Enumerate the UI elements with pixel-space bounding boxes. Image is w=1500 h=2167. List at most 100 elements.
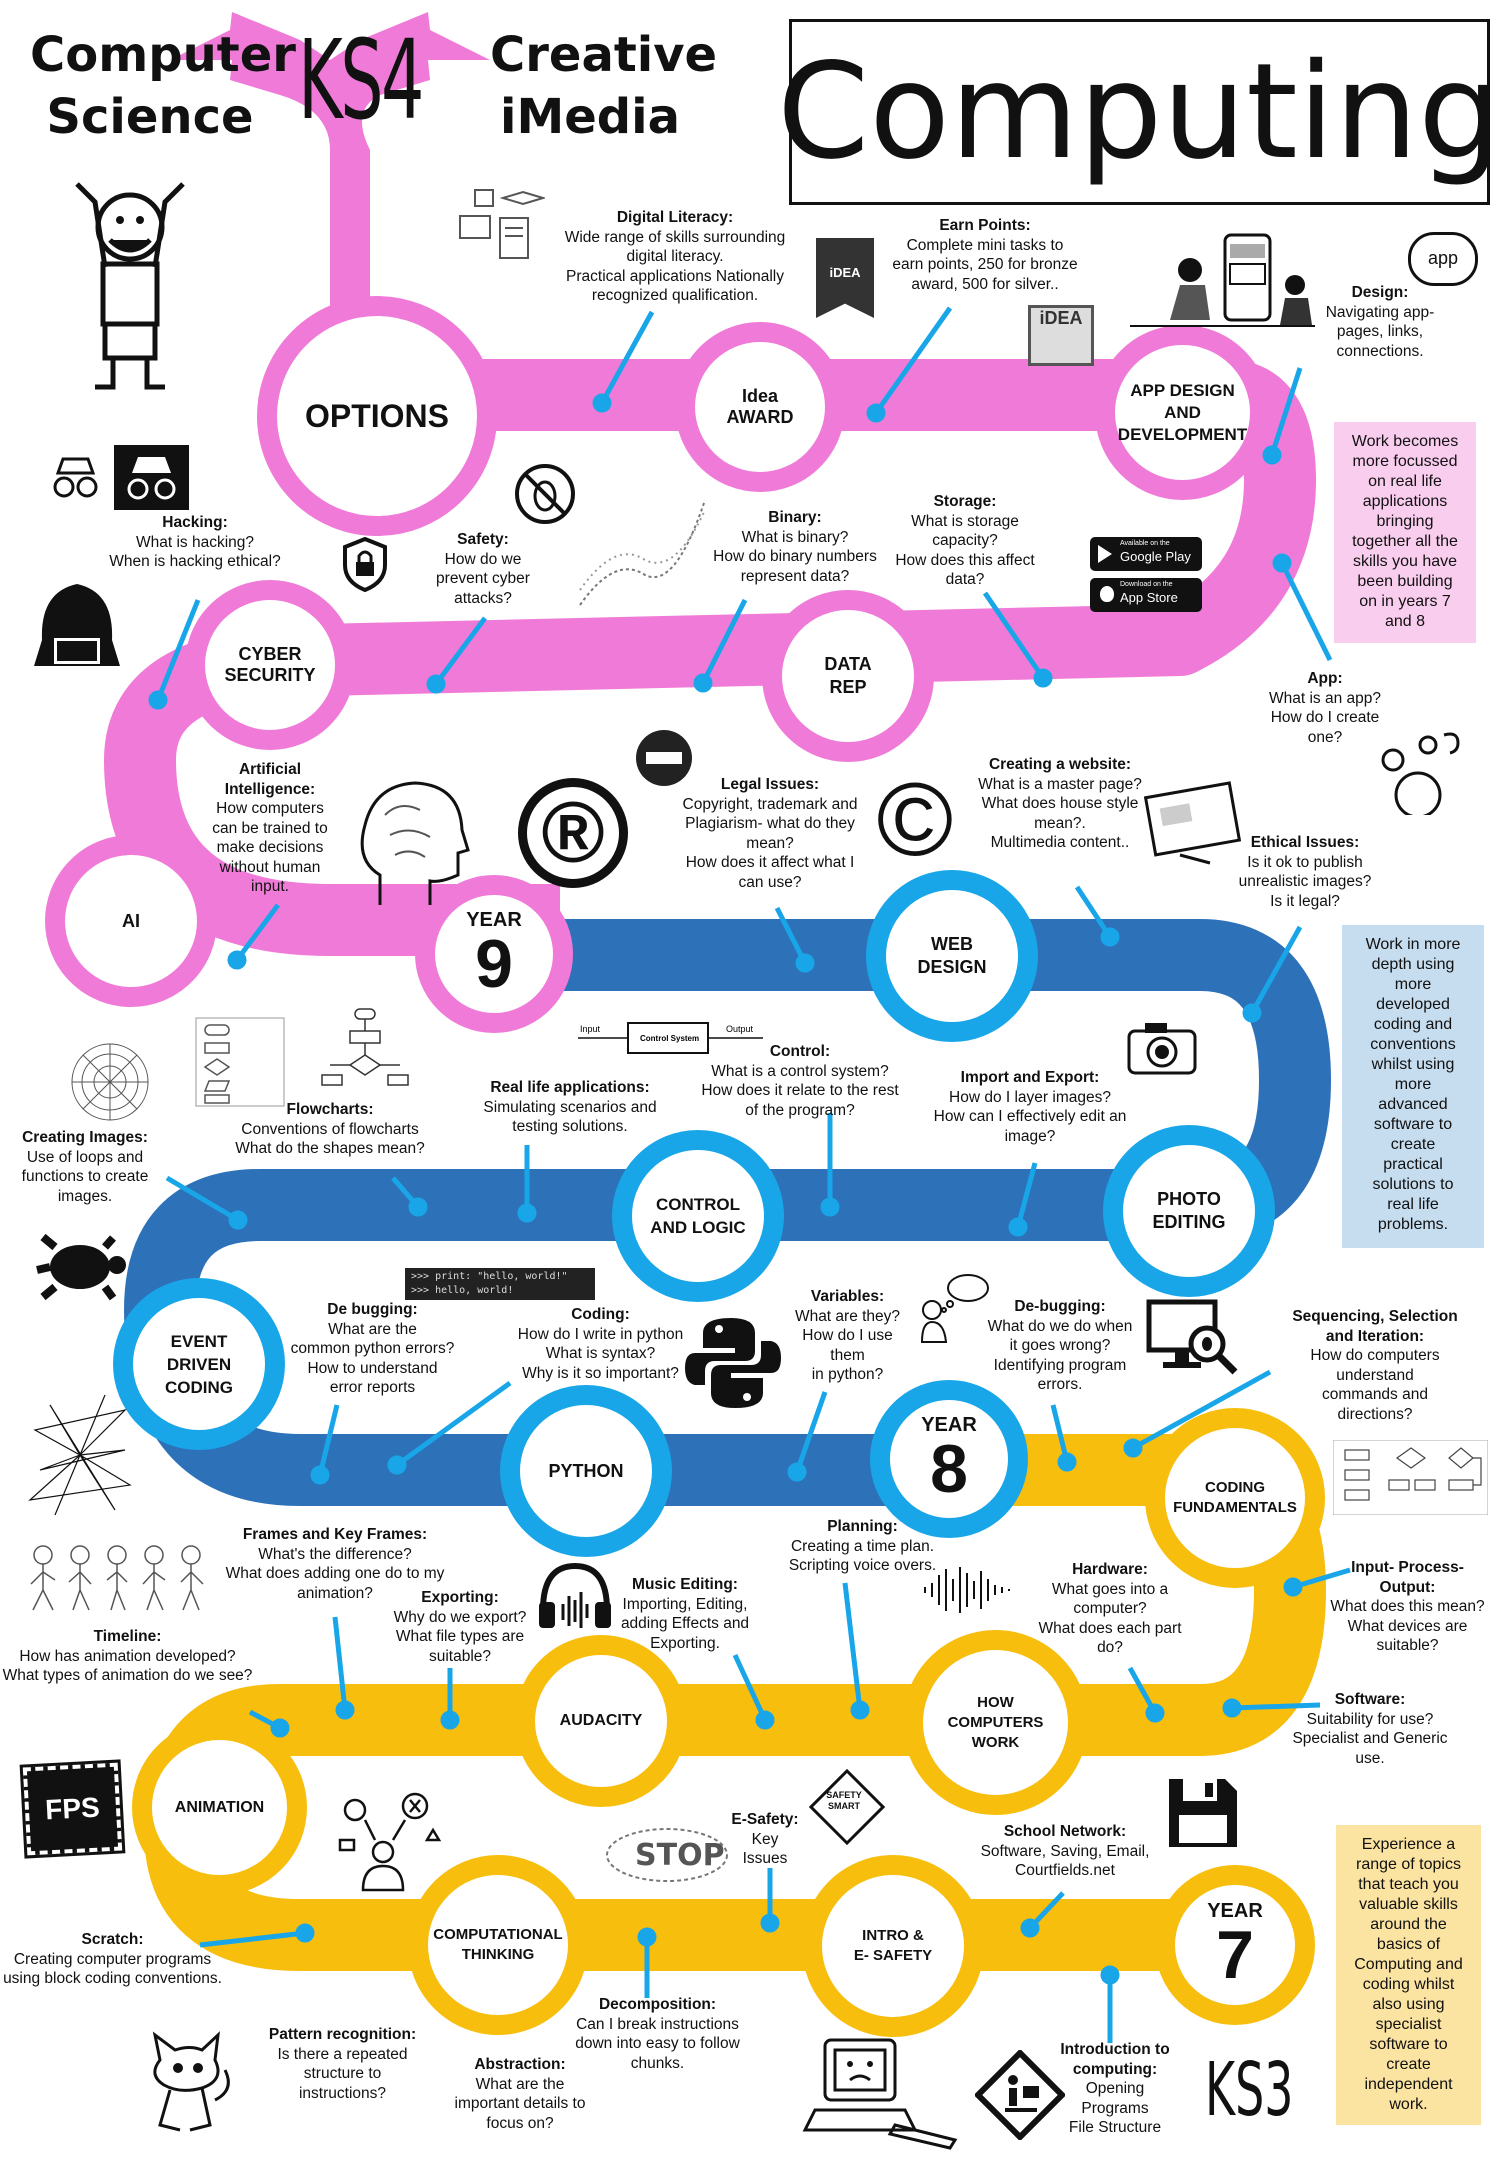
note-ai: Artificial Intelligence:How computers ca… — [212, 761, 328, 895]
pointer-debug2 — [1050, 1404, 1070, 1463]
year7-info-box: Experience a range of topics that teach … — [1336, 1825, 1481, 2125]
note-app: App:What is an app? How do I create one? — [1268, 670, 1381, 746]
note-earn-points: Earn Points:Complete mini tasks to earn … — [892, 217, 1078, 293]
pointer-scratch — [199, 1930, 306, 1948]
pointer-import — [1015, 1162, 1038, 1228]
note-storage: Storage:What is storage capacity? How do… — [895, 493, 1035, 588]
node-options[interactable]: OPTIONS — [257, 296, 497, 536]
note-decomposition: Decomposition:Can I break instructions d… — [575, 1996, 740, 2072]
pointer-website — [1074, 885, 1113, 939]
pointer-storage — [982, 591, 1046, 680]
node-control-logic[interactable]: CONTROL AND LOGIC — [612, 1130, 784, 1302]
copyright-icon: © — [876, 762, 954, 878]
pointer-sequencing — [1131, 1369, 1272, 1451]
flowchart-diagram-icon — [321, 1008, 409, 1086]
camera-icon — [1127, 1023, 1197, 1075]
note-binary: Binary:What is binary? How do binary num… — [713, 509, 877, 585]
pointer-earn — [873, 306, 953, 415]
node-idea-award[interactable]: Idea AWARD — [675, 322, 845, 492]
note-import-export: Import and Export:How do I layer images?… — [933, 1069, 1127, 1145]
note-real-life-applications: Real life applications:Simulating scenar… — [483, 1079, 657, 1135]
python-logo-icon — [685, 1318, 781, 1408]
creative-imedia-heading: Creative iMedia — [490, 27, 718, 145]
note-pattern-recognition: Pattern recognition:Is there a repeated … — [268, 2026, 417, 2102]
control-output-label: Output — [726, 1024, 754, 1034]
thinking-person-icon — [920, 1274, 989, 1343]
note-digital-literacy: Digital Literacy:Wide range of skills su… — [564, 209, 786, 304]
computing-title-box: Computing — [777, 19, 1500, 205]
pointer-frames — [332, 1616, 348, 1711]
save-floppy-icon — [1169, 1779, 1237, 1847]
note-debugging: De-bugging:What do we do when it goes wr… — [987, 1298, 1133, 1393]
note-esafety: E-Safety:Key Issues — [731, 1811, 799, 1867]
note-creating-images: Creating Images:Use of loops and functio… — [21, 1129, 149, 1205]
sad-computer-icon — [802, 2038, 958, 2150]
pointer-hacking — [155, 599, 201, 701]
node-web-design[interactable]: WEB DESIGN — [866, 870, 1038, 1042]
note-control: Control:What is a control system? How do… — [701, 1043, 899, 1119]
note-coding: Coding:How do I write in python What is … — [517, 1306, 684, 1382]
node-python[interactable]: PYTHON — [500, 1385, 672, 1557]
app-cloud-icon: app — [1408, 232, 1478, 286]
pointer-ethical — [1249, 925, 1303, 1015]
debug-monitor-icon — [1146, 1299, 1238, 1375]
spirograph-icon — [71, 1043, 149, 1121]
note-scratch: Scratch:Creating computer programs using… — [3, 1931, 222, 1987]
node-audacity[interactable]: AUDACITY — [515, 1635, 687, 1807]
computer-science-heading: Computer Science — [30, 27, 296, 145]
spy-incognito-icon — [114, 445, 189, 510]
python-terminal: >>> print: "hello, world!" >>> hello, wo… — [405, 1268, 595, 1300]
pointer-ipo — [1292, 1567, 1351, 1590]
soundwave-icon — [924, 1567, 1010, 1613]
note-hacking: Hacking:What is hacking? When is hacking… — [109, 514, 281, 570]
note-exporting: Exporting:Why do we export? What file ty… — [393, 1589, 527, 1665]
pointer-design — [1269, 367, 1303, 456]
note-variables: Variables:What are they? How do I use th… — [794, 1288, 901, 1383]
turtle-icon — [36, 1233, 126, 1301]
node-app-design[interactable]: APP DESIGN AND DEVELOPMENT — [1095, 325, 1270, 500]
app-design-illustration — [1130, 233, 1315, 327]
node-animation[interactable]: ANIMATION — [132, 1720, 307, 1895]
computational-thinking-icon — [338, 1792, 442, 1892]
note-safety: Safety:How do we prevent cyber attacks? — [436, 531, 530, 607]
node-how-computers-work[interactable]: HOW COMPUTERS WORK — [903, 1630, 1088, 1815]
pointer-planning — [842, 1582, 863, 1711]
animation-frames-icon — [30, 1545, 204, 1611]
control-system-diagram: Input Output Control System — [578, 1022, 763, 1054]
headphones-icon — [539, 1562, 611, 1628]
ks4-arrow — [170, 12, 490, 360]
node-event-driven-coding[interactable]: EVENT DRIVEN CODING — [113, 1278, 285, 1450]
note-flowcharts: Flowcharts:Conventions of flowcharts Wha… — [235, 1101, 425, 1157]
spiral-art-icon — [28, 1394, 132, 1516]
play-icon — [1098, 545, 1112, 563]
happy-student-icon — [75, 182, 185, 390]
node-intro-esafety[interactable]: INTRO & E- SAFETY — [802, 1855, 984, 2037]
app-store-badge: Download on the App Store — [1090, 578, 1202, 612]
node-photo-editing[interactable]: PHOTO EDITING — [1103, 1125, 1275, 1297]
digital-literacy-icons — [459, 189, 545, 259]
control-input-label: Input — [580, 1024, 601, 1034]
node-cyber-security[interactable]: CYBER SECURITY — [185, 580, 355, 750]
computer-user-sign-icon — [975, 2050, 1065, 2140]
ks4-heading: KS4 — [298, 16, 424, 144]
hacker-icon — [34, 584, 120, 666]
pointer-debug1 — [317, 1404, 340, 1476]
legal-gavel-icon — [636, 730, 692, 786]
control-box-label: Control System — [640, 1034, 699, 1043]
node-ai[interactable]: AI — [45, 835, 217, 1007]
note-ethical-issues: Ethical Issues:Is it ok to publish unrea… — [1238, 834, 1372, 910]
flowchart-shapes-icon — [195, 1017, 285, 1107]
note-input-process-output: Input- Process- Output:What does this me… — [1330, 1559, 1485, 1654]
scratch-cat-icon — [152, 2031, 230, 2132]
ai-head-icon — [360, 781, 470, 905]
note-school-network: School Network:Software, Saving, Email, … — [980, 1823, 1150, 1879]
google-play-badge: Available on the Google Play — [1090, 537, 1202, 571]
ks3-logo: KS3 — [1205, 2047, 1294, 2133]
note-software: Software:Suitability for use? Specialist… — [1292, 1691, 1448, 1767]
pointer-images — [165, 1175, 240, 1223]
note-timeline: Timeline:How has animation developed? Wh… — [2, 1628, 253, 1684]
note-introduction-to-computing: Introduction to computing:Opening Progra… — [1060, 2041, 1170, 2136]
node-data-rep[interactable]: DATA REP — [762, 590, 934, 762]
